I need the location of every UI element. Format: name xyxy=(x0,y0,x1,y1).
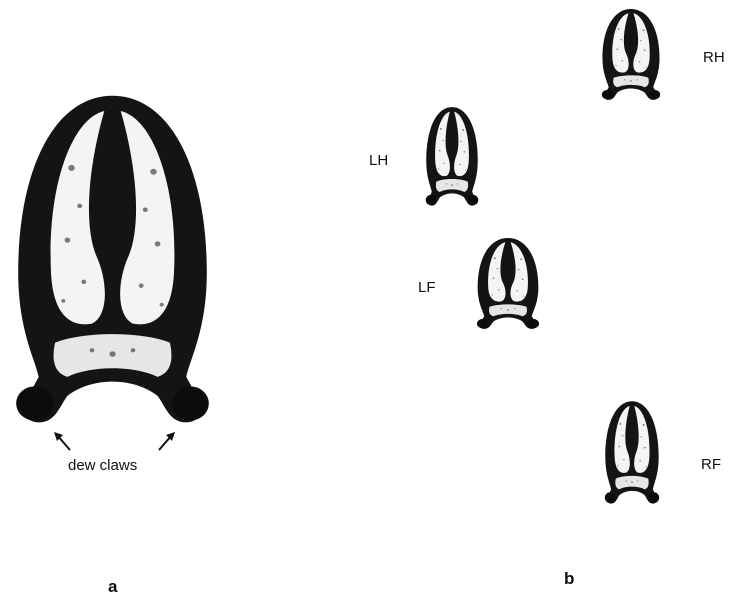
dew-claws-annotation: dew claws xyxy=(68,458,137,473)
panel-b-label: b xyxy=(564,570,574,587)
track-rh xyxy=(600,8,662,102)
track-label-lf: LF xyxy=(418,280,436,295)
arrow-right-icon xyxy=(155,430,177,454)
track-lh xyxy=(424,106,480,208)
arrow-left-icon xyxy=(52,430,74,454)
hoof-print-large xyxy=(10,92,215,430)
track-label-lh: LH xyxy=(369,153,388,168)
track-label-rf: RF xyxy=(701,457,721,472)
track-rf xyxy=(603,400,661,506)
track-label-rh: RH xyxy=(703,50,725,65)
panel-a-label: a xyxy=(108,578,117,595)
track-lf xyxy=(475,237,541,331)
